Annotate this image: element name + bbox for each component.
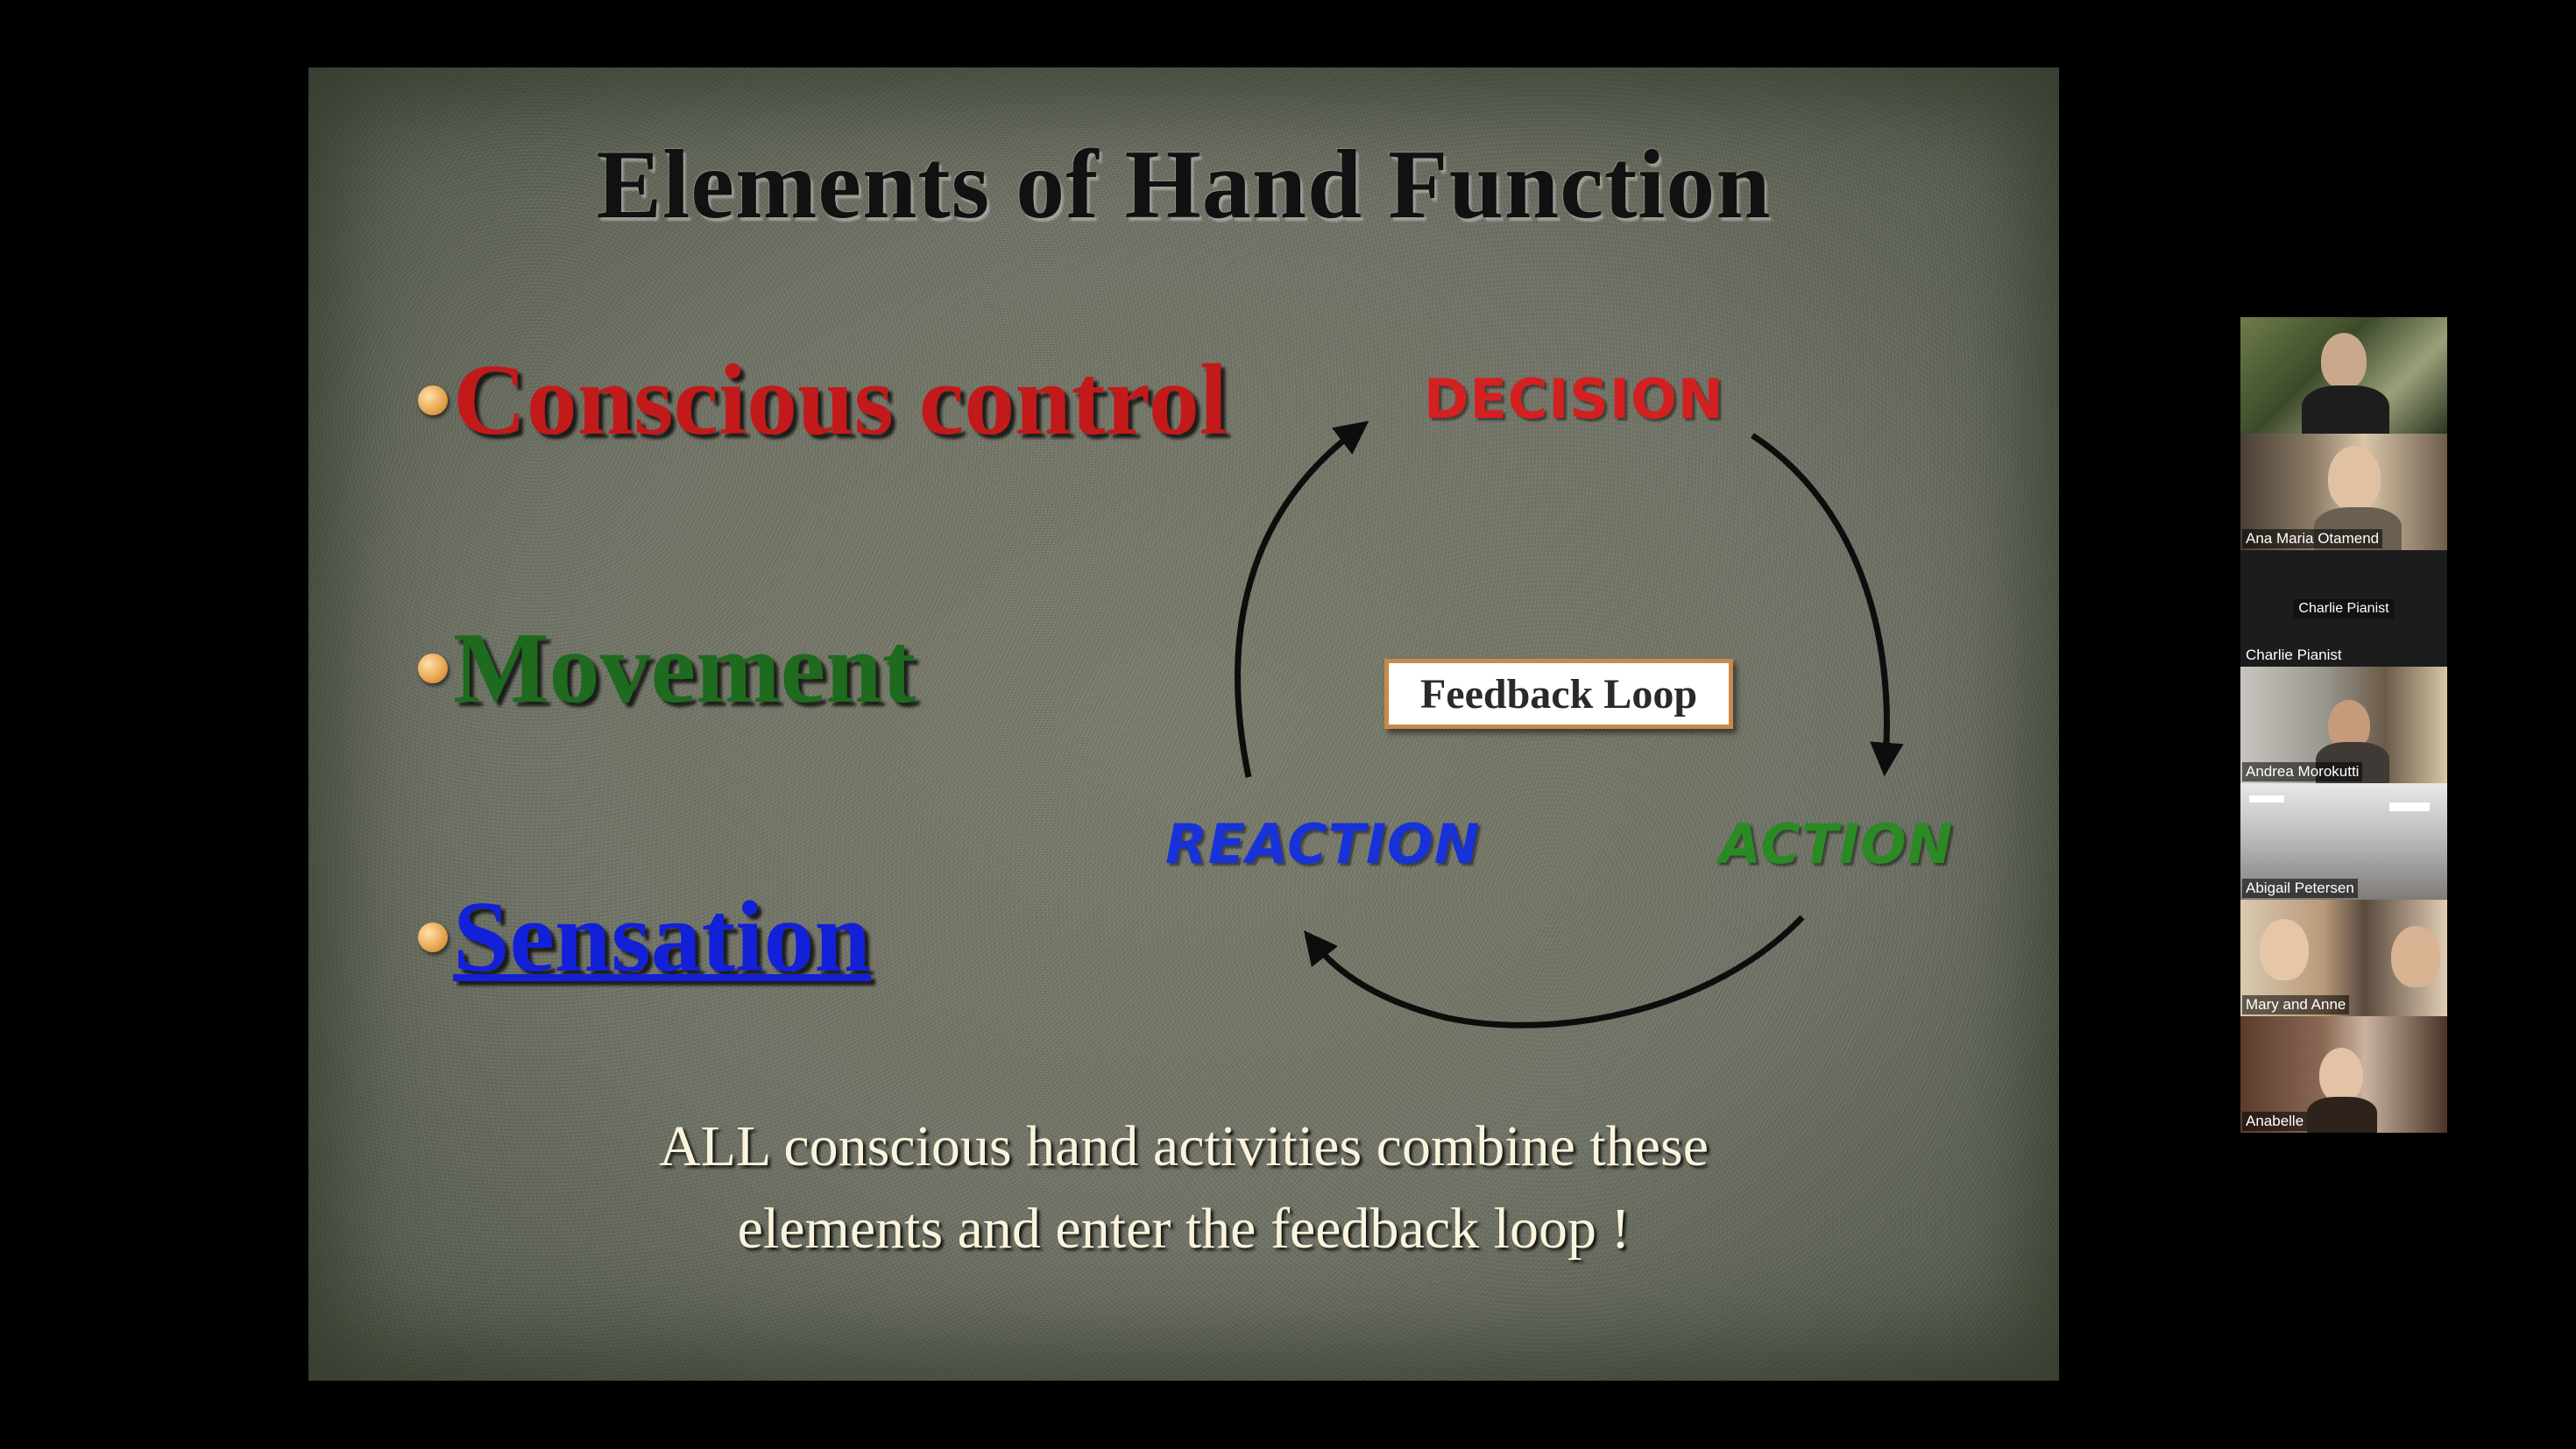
bullet-conscious-control: Conscious control — [418, 350, 1228, 451]
participant-video-face — [2328, 446, 2381, 511]
participant-name: Mary and Anne — [2242, 995, 2350, 1014]
caption-line-2: elements and enter the feedback loop ! — [737, 1197, 1631, 1261]
cycle-label-decision: DECISION — [1424, 367, 1724, 431]
bullet-label: Movement — [453, 612, 916, 724]
bullet-dot-icon — [418, 922, 448, 952]
bullet-sensation-link[interactable]: Sensation — [418, 887, 871, 988]
participant-tile[interactable]: Abigail Petersen — [2240, 783, 2447, 900]
participant-name: Abigail Petersen — [2242, 879, 2358, 898]
slide-caption: ALL conscious hand activities combine th… — [308, 1106, 2059, 1270]
arrow-action-to-reaction — [1303, 915, 1805, 1028]
bullet-dot-icon — [418, 385, 448, 415]
participant-tile[interactable] — [2240, 317, 2447, 434]
participant-name: Charlie Pianist — [2246, 647, 2342, 663]
participant-name: Ana Maria Otamend — [2242, 529, 2383, 548]
participant-tile[interactable]: Anabelle — [2240, 1016, 2447, 1133]
feedback-loop-box: Feedback Loop — [1384, 659, 1733, 729]
participant-tile[interactable]: Ana Maria Otamend — [2240, 434, 2447, 550]
participant-video-body — [2307, 1097, 2377, 1133]
participant-video-face — [2319, 1048, 2363, 1102]
arrow-decision-to-action — [1751, 433, 1904, 777]
cycle-label-action: ACTION — [1719, 812, 1954, 876]
participant-video-body — [2302, 385, 2389, 434]
caption-line-1: ALL conscious hand activities combine th… — [658, 1114, 1709, 1178]
participant-video-face — [2391, 926, 2440, 987]
participant-tile[interactable]: Andrea Morokutti — [2240, 667, 2447, 783]
participant-gallery: Ana Maria Otamend Charlie Pianist Charli… — [2240, 317, 2447, 1133]
bullet-label[interactable]: Sensation — [453, 881, 872, 993]
participant-tile[interactable]: Mary and Anne — [2240, 900, 2447, 1016]
participant-tile[interactable]: Charlie Pianist Charlie Pianist — [2240, 550, 2447, 667]
participant-video-face — [2321, 333, 2367, 389]
participant-video-face — [2260, 919, 2309, 980]
participant-name: Andrea Morokutti — [2242, 762, 2363, 781]
presentation-slide: Elements of Hand Function Conscious cont… — [308, 67, 2059, 1381]
slide-title: Elements of Hand Function — [596, 131, 1772, 239]
feedback-cycle-arrows — [1235, 421, 1904, 1028]
cycle-label-reaction: REACTION — [1165, 812, 1481, 876]
bullet-movement: Movement — [418, 618, 916, 719]
participant-center-label: Charlie Pianist — [2293, 598, 2395, 618]
participant-name: Anabelle — [2242, 1112, 2308, 1131]
bullet-label: Conscious control — [453, 344, 1228, 456]
bullet-dot-icon — [418, 654, 448, 683]
arrow-reaction-to-decision — [1235, 421, 1369, 778]
